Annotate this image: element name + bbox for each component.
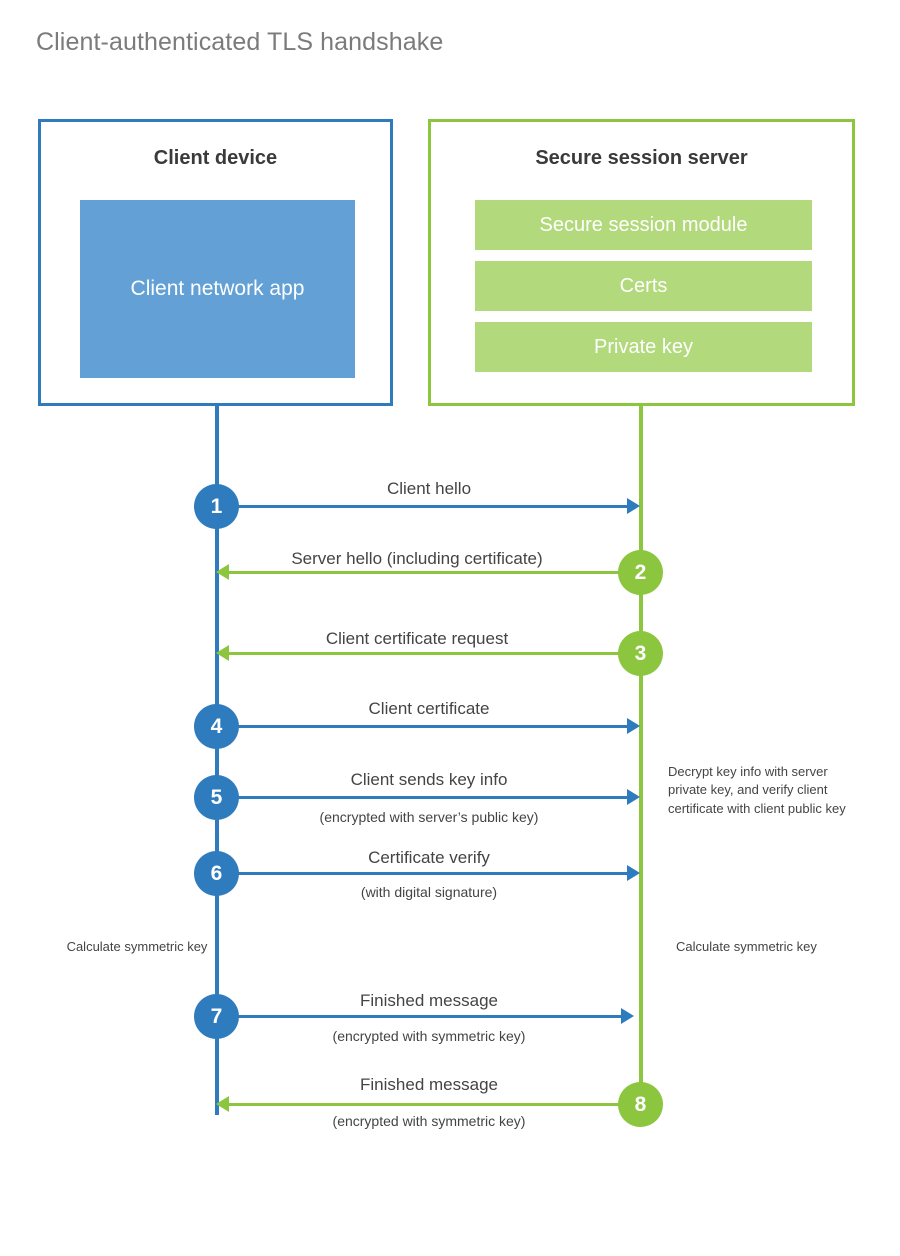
step-5-arrow-head-icon — [627, 789, 640, 805]
secure-session-server-box: Secure session server Secure session mod… — [428, 119, 855, 406]
step-5-badge[interactable]: 5 — [194, 775, 239, 820]
step-2-label: Server hello (including certificate) — [291, 549, 543, 568]
step-8-arrow-line — [228, 1103, 641, 1106]
step-8-arrow-head-icon — [216, 1096, 229, 1112]
step-5-arrow-line — [217, 796, 629, 799]
secure-session-module-block: Secure session module — [475, 200, 812, 250]
client-lifeline — [215, 403, 219, 1115]
step-7-label: Finished message — [360, 991, 498, 1010]
step-1-label: Client hello — [386, 479, 472, 498]
step-2-arrow-head-icon — [216, 564, 229, 580]
step-4-arrow-head-icon — [627, 718, 640, 734]
client-network-app-block: Client network app — [80, 200, 355, 378]
client-device-box: Client device Client network app — [38, 119, 393, 406]
step-1-arrow-line — [217, 505, 629, 508]
step-4-badge[interactable]: 4 — [194, 704, 239, 749]
server-decrypt-note: Decrypt key info with server private key… — [668, 764, 846, 816]
step-6-badge[interactable]: 6 — [194, 851, 239, 896]
step-3-label: Client certificate request — [325, 629, 509, 648]
step-2-arrow-line — [228, 571, 641, 574]
step-6-arrow-head-icon — [627, 865, 640, 881]
step-7-badge[interactable]: 7 — [194, 994, 239, 1039]
step-8-sublabel: (encrypted with symmetric key) — [332, 1113, 526, 1129]
step-7-arrow-line — [217, 1015, 623, 1018]
step-4-label: Client certificate — [368, 699, 490, 718]
step-6-label: Certificate verify — [368, 848, 490, 867]
certs-block: Certs — [475, 261, 812, 311]
step-5-label: Client sends key info — [350, 770, 508, 789]
page-title: Client-authenticated TLS handshake — [36, 28, 444, 56]
step-3-badge[interactable]: 3 — [618, 631, 663, 676]
server-calculate-symmetric-key-note: Calculate symmetric key — [676, 939, 817, 954]
step-4-arrow-line — [217, 725, 629, 728]
step-2-badge[interactable]: 2 — [618, 550, 663, 595]
step-5-sublabel: (encrypted with server’s public key) — [319, 809, 539, 825]
secure-session-server-title: Secure session server — [535, 147, 748, 169]
step-8-badge[interactable]: 8 — [618, 1082, 663, 1127]
private-key-block: Private key — [475, 322, 812, 372]
step-3-arrow-line — [228, 652, 641, 655]
client-device-title: Client device — [153, 147, 278, 169]
step-7-sublabel: (encrypted with symmetric key) — [332, 1028, 526, 1044]
server-lifeline — [639, 403, 643, 1105]
step-6-sublabel: (with digital signature) — [360, 884, 498, 900]
step-6-arrow-line — [217, 872, 629, 875]
client-calculate-symmetric-key-note: Calculate symmetric key — [66, 939, 208, 954]
step-7-arrow-head-icon — [621, 1008, 634, 1024]
step-8-label: Finished message — [360, 1075, 498, 1094]
step-1-arrow-head-icon — [627, 498, 640, 514]
step-3-arrow-head-icon — [216, 645, 229, 661]
step-1-badge[interactable]: 1 — [194, 484, 239, 529]
